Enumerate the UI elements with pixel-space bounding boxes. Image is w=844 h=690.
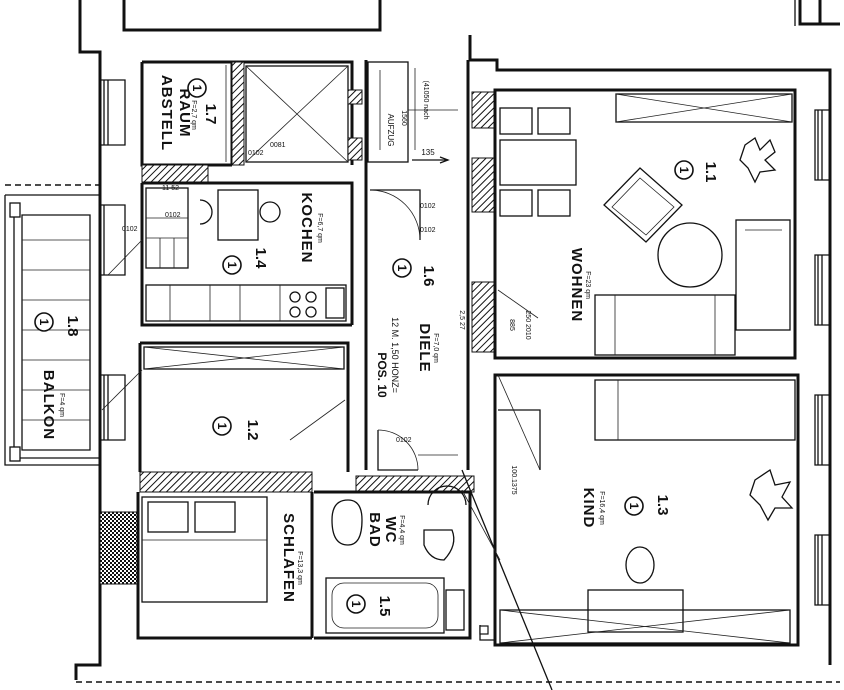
right-windows [814,109,830,606]
room-bad: BAD WC F=4,4 qm 1 1.5 [346,512,405,617]
kochen-area: F=6,7 qm [316,213,323,243]
section-line [461,469,553,690]
diele-dim-label: 2,5 27 [458,310,465,330]
bad-marker: 1 [349,601,363,608]
section-line-2 [461,489,501,561]
dimension-labels: 0081 0102 0102 0102 0102 0102 0102 11 52… [122,142,465,444]
balkon-number: 1.8 [64,316,81,337]
kitchen-furniture [107,187,347,322]
aufzug-dim-2: (41050 nach [422,81,429,120]
bad-area: F=4,4 qm [398,515,405,545]
outer-walls [74,0,840,683]
diele-marker: 1 [395,265,409,272]
chimney-left [99,511,139,585]
kochen-marker: 1 [225,262,239,269]
kochen-label: KOCHEN [298,192,315,263]
balkon-area: F=4 qm [58,393,65,417]
misc-label-2: 0102 [122,226,138,233]
schlafen-label: SCHLAFEN [280,513,297,603]
schlafen-area: F=13,3 qm [296,551,303,585]
misc-label-3: 0102 [420,203,436,210]
aufzug-annotation: AUFZUG 1560 (41050 nach 135 [386,81,435,157]
balcony [4,184,100,466]
bed [141,496,268,603]
room12-furniture [101,346,346,441]
kind-area: F=16,4 qm [598,491,605,525]
diele-area: F=7,0 qm [432,333,439,363]
pos-annotation: POS. 10 12 M. 1,50 HONZ= [375,317,400,398]
kochen-dim-label: 11 52 [162,185,179,192]
wohnen-area: F=23 qm [584,271,591,299]
kind-label: KIND [580,488,597,529]
wohnen-marker: 1 [677,167,691,174]
misc-label-1: 0102 [165,212,181,219]
room-abstellraum: ABSTELL RAUM 1 1.7 F=2,7 qm [158,75,219,151]
wohnen-dim-1: 885 [508,319,515,331]
balkon-marker: 1 [37,319,51,326]
room-12: 1 1.2 [212,416,261,441]
living-furniture [497,93,793,356]
room12-marker: 1 [215,423,229,430]
room-schlafen: SCHLAFEN F=13,3 qm [280,513,303,603]
misc-label-5: 0102 [248,150,264,157]
bathroom-fixtures [325,485,467,634]
room-diele: 1 1.6 DIELE F=7,0 qm [392,258,439,373]
room-kochen: 1 1.4 KOCHEN F=6,7 qm [222,192,323,275]
aufzug-dim-1: 1560 [400,110,407,126]
left-windows [100,79,126,441]
room-balkon: 1 1.8 BALKON F=4 qm [34,312,81,440]
elevator-shaft [367,61,458,164]
room-kind: 1 1.3 KIND F=16,4 qm 100.1375 [510,465,671,528]
misc-label-0: 0081 [270,142,286,149]
diele-label: DIELE [416,323,433,372]
room-wohnen: 1 1.1 WOHNEN F=23 qm 885 250 2010 [508,160,719,340]
balkon-label: BALKON [40,370,57,440]
step-label: 135 [421,148,435,157]
abstellraum-label-line1: ABSTELL [158,75,175,151]
bad-number: 1.5 [376,596,393,617]
pos-sublabel: 12 M. 1,50 HONZ= [390,317,400,393]
abstellraum-label-line2: RAUM [176,89,193,138]
room12-number: 1.2 [244,420,261,441]
bad-label-line1: BAD [366,512,383,548]
wohnen-number: 1.1 [702,162,719,183]
kochen-number: 1.4 [252,248,269,270]
abstellraum-number: 1.7 [202,104,219,125]
kind-number: 1.3 [654,495,671,516]
aufzug-label: AUFZUG [386,114,395,147]
abstellraum-marker: 1 [190,85,204,92]
abstellraum-area: F=2,7 qm [190,100,197,130]
kind-marker: 1 [627,503,641,510]
wohnen-label: WOHNEN [568,248,585,322]
diele-number: 1.6 [420,266,437,287]
kinder-furniture [497,374,796,644]
bad-label-line2: WC [382,517,399,544]
kind-dim: 100.1375 [510,465,517,494]
pos-label: POS. 10 [375,352,389,398]
wohnen-dim-2: 250 2010 [524,310,531,339]
misc-label-6: 0102 [420,227,436,234]
misc-label-4: 0102 [396,437,412,444]
diele-doors [369,189,458,471]
interior-walls [136,60,800,647]
